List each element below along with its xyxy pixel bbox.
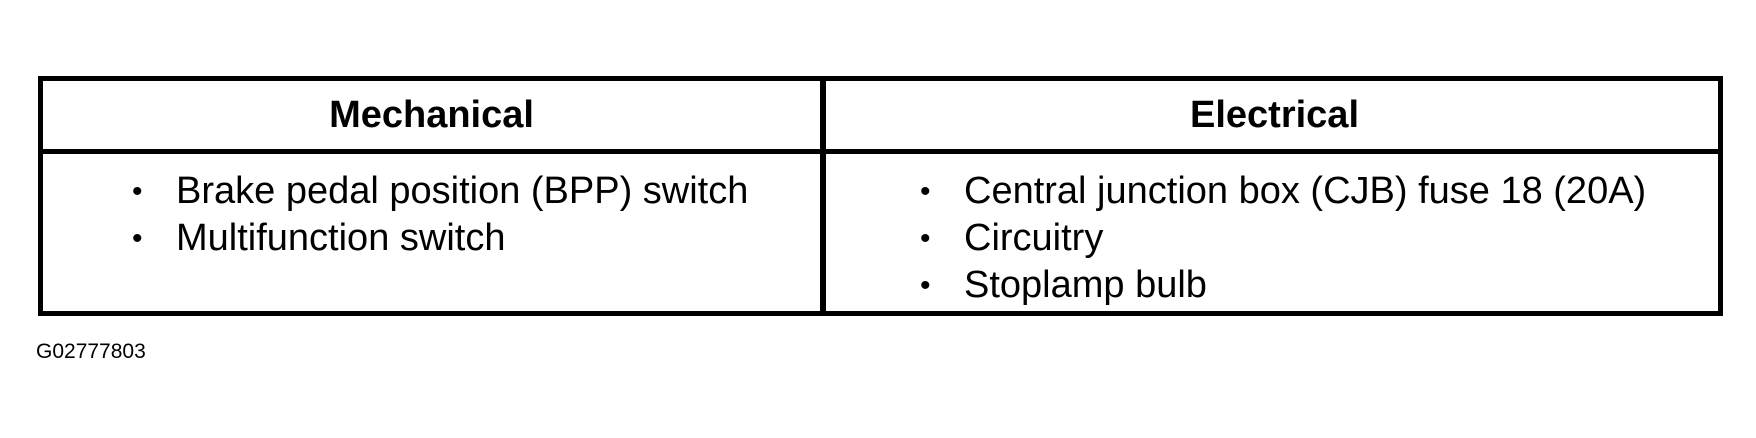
bullet-icon: •	[920, 175, 931, 208]
list-item-text: Circuitry	[964, 217, 1104, 259]
figure-id: G02777803	[36, 340, 146, 363]
diagnostic-table: Mechanical Electrical • Brake pedal posi…	[38, 76, 1723, 316]
list-item: • Circuitry	[916, 215, 1646, 262]
list-item-text: Brake pedal position (BPP) switch	[176, 170, 749, 212]
header-mechanical: Mechanical	[329, 93, 534, 136]
list-item-text: Multifunction switch	[176, 217, 506, 259]
list-item: • Central junction box (CJB) fuse 18 (20…	[916, 168, 1646, 215]
list-item-text: Stoplamp bulb	[964, 264, 1207, 306]
electrical-list: • Central junction box (CJB) fuse 18 (20…	[916, 168, 1646, 309]
column-divider	[820, 81, 826, 311]
bullet-icon: •	[132, 175, 143, 208]
list-item: • Stoplamp bulb	[916, 262, 1646, 309]
header-electrical: Electrical	[1190, 93, 1359, 136]
bullet-icon: •	[920, 222, 931, 255]
list-item: • Brake pedal position (BPP) switch	[128, 168, 748, 215]
list-item: • Multifunction switch	[128, 215, 748, 262]
list-item-text: Central junction box (CJB) fuse 18 (20A)	[964, 170, 1647, 212]
bullet-icon: •	[920, 269, 931, 302]
bullet-icon: •	[132, 222, 143, 255]
mechanical-list: • Brake pedal position (BPP) switch • Mu…	[128, 168, 748, 262]
table-header-row: Mechanical Electrical	[43, 81, 1718, 154]
